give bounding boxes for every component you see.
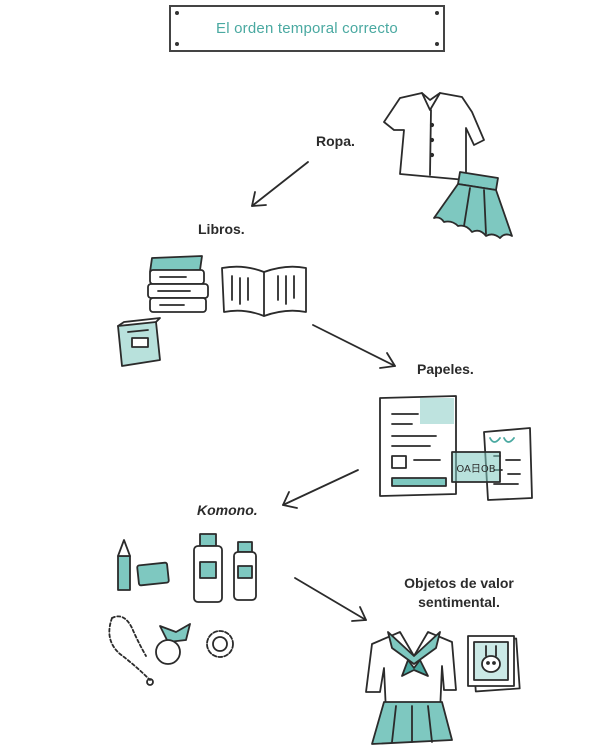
corner-dot	[435, 42, 439, 46]
compact-mirror-icon	[155, 623, 191, 665]
document-icon	[379, 395, 457, 497]
step-label-sentimental: Objetos de valor sentimental.	[395, 575, 523, 610]
shirt-icon	[383, 92, 485, 181]
step-label-papeles: Papeles.	[417, 361, 474, 377]
step-label-sentimental-line1: Objetos de valor	[404, 575, 514, 591]
page-title: El orden temporal correcto	[216, 20, 398, 37]
arrow-ropa-to-libros	[251, 161, 309, 207]
corner-dot	[175, 11, 179, 15]
corner-dot	[175, 42, 179, 46]
book-stack-icon	[147, 255, 209, 313]
pencil-icon	[117, 539, 131, 591]
card-icon: OA日OB	[451, 451, 501, 483]
bottle-small-icon	[233, 541, 257, 601]
arrow-komono-to-sentimental	[294, 577, 367, 622]
necklace-icon	[108, 615, 154, 686]
bracelet-icon	[206, 630, 234, 658]
arrow-papeles-to-komono	[282, 469, 359, 509]
step-label-ropa: Ropa.	[316, 133, 355, 149]
open-book-icon	[221, 265, 307, 317]
step-label-sentimental-line2: sentimental.	[418, 594, 500, 610]
arrow-libros-to-papeles	[312, 324, 396, 369]
step-label-komono: Komono.	[197, 502, 258, 518]
photo-frame-icon	[467, 635, 521, 693]
skirt-icon	[433, 171, 513, 239]
step-label-libros: Libros.	[198, 221, 245, 237]
notebook-icon	[117, 317, 161, 367]
card-text: OA日OB	[456, 464, 495, 475]
title-box: El orden temporal correcto	[169, 5, 445, 52]
school-uniform-icon	[365, 631, 457, 745]
bottle-icon	[193, 533, 223, 603]
eraser-icon	[136, 561, 170, 587]
corner-dot	[435, 11, 439, 15]
